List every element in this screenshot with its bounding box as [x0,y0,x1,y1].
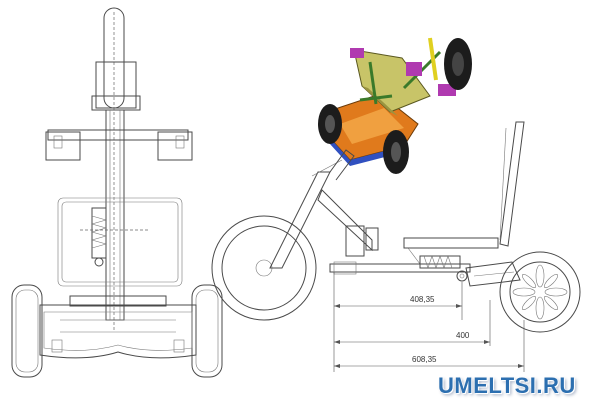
seat [403,121,525,265]
dimension-label-608: 608,35 [412,355,437,364]
side-view [211,121,581,333]
front-view [11,7,223,378]
main-frame [317,189,471,275]
render-3d [318,37,472,174]
render-accent-left [350,48,364,58]
hoverboard-base [11,284,223,378]
front-fork [269,149,355,269]
rear-shock [419,255,468,282]
rear-deck [465,261,521,287]
front-wheel [211,215,317,321]
shock-absorber [80,207,150,267]
render-accent-right [406,62,422,76]
seat-plate [57,197,183,287]
handlebar [45,129,193,161]
render-seat [353,49,431,113]
rear-wheel [499,251,581,333]
dimension-lines: 408,35 400 608,35 [333,272,525,372]
site-watermark: UMELTSI.RU [438,373,576,398]
dimension-label-408: 408,35 [410,295,435,304]
dimension-label-400: 400 [456,331,470,340]
